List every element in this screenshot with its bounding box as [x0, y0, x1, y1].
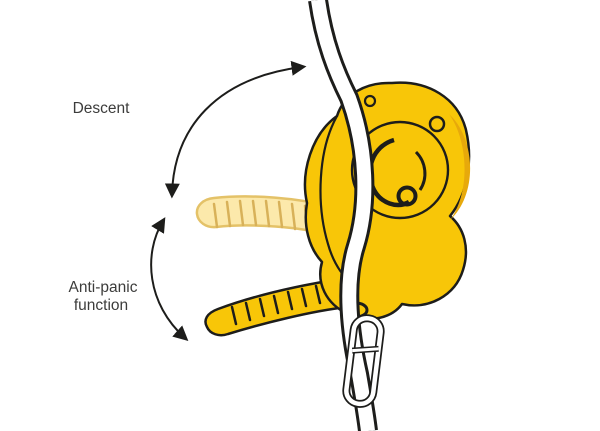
cam-circle — [350, 120, 450, 220]
descender-body — [303, 81, 471, 321]
descent-range-arrow — [164, 60, 307, 199]
handle-grip-ridges — [230, 284, 322, 326]
cam-curve — [414, 150, 427, 191]
carabiner — [342, 314, 385, 408]
anti-panic-label-line2: function — [74, 297, 128, 314]
pivot-rivet — [363, 94, 377, 108]
cam-axle — [396, 185, 418, 207]
anti-panic-range-arrow — [150, 217, 189, 342]
rope — [308, 0, 378, 431]
body-shading — [449, 114, 471, 220]
descent-label: Descent — [73, 100, 131, 117]
anti-panic-label-line1: Anti-panic — [69, 279, 138, 296]
rivet — [428, 115, 446, 133]
